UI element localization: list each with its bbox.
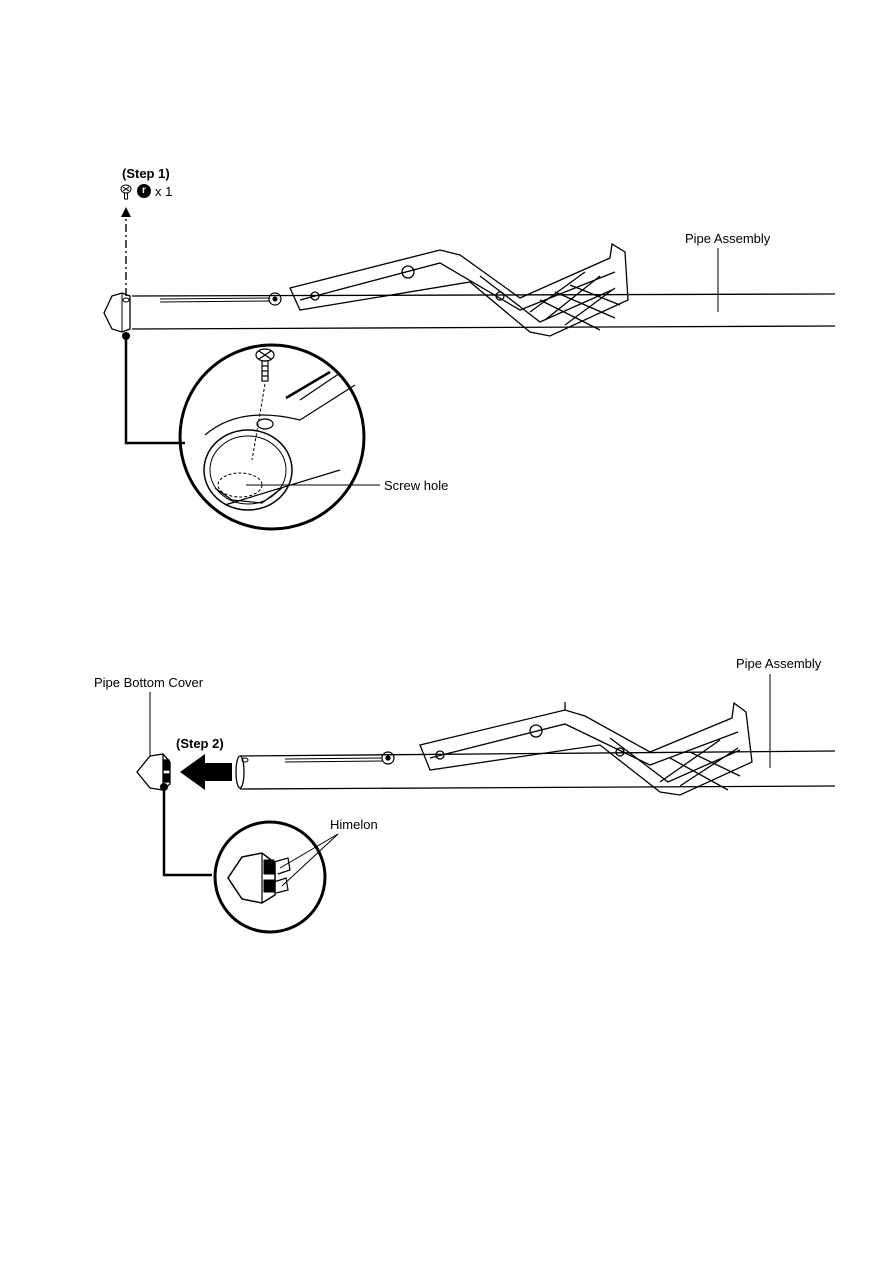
screw-quantity: x 1 xyxy=(155,184,173,199)
pipe-assembly-label-1: Pipe Assembly xyxy=(685,231,771,246)
pipe-assembly-label-2: Pipe Assembly xyxy=(736,656,822,671)
screw-symbol: r xyxy=(142,185,146,196)
himelon-leader-2 xyxy=(281,833,339,887)
callout-line-2 xyxy=(162,787,212,877)
step2-figure xyxy=(136,674,836,934)
screw-hole-label: Screw hole xyxy=(384,478,449,493)
arrow-up-icon xyxy=(121,207,131,217)
screw-count xyxy=(120,184,180,205)
bracket-1 xyxy=(289,242,629,337)
himelon-leader-1 xyxy=(279,833,339,869)
screw-icon xyxy=(120,184,132,200)
step1-title: (Step 1) xyxy=(122,166,170,181)
screw-icon xyxy=(255,348,275,382)
detail-view-1 xyxy=(178,343,366,531)
detail-view-2 xyxy=(213,820,327,934)
arrow-left-icon xyxy=(180,754,232,790)
step1-figure xyxy=(103,207,836,531)
pipe-bottom-cover-label: Pipe Bottom Cover xyxy=(94,675,204,690)
screw-symbol-badge: r xyxy=(137,184,151,198)
pipe-assembly-2 xyxy=(235,750,836,790)
himelon-label: Himelon xyxy=(330,817,378,832)
callout-line-1 xyxy=(124,336,185,445)
bracket-2 xyxy=(419,701,753,796)
step2-title: (Step 2) xyxy=(176,736,224,751)
pipe-assembly-1 xyxy=(103,292,836,333)
